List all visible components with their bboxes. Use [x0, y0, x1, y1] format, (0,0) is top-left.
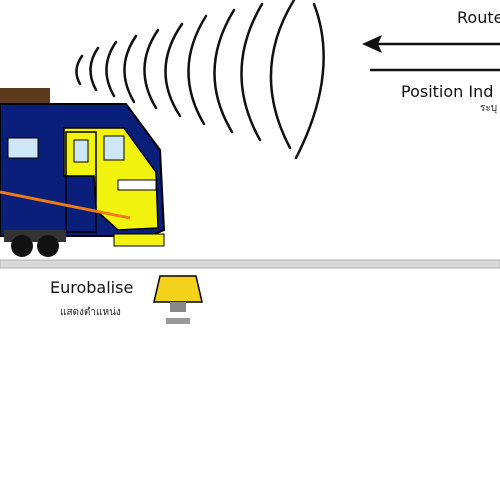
route-label: Route	[457, 8, 500, 27]
train-wheel	[11, 235, 33, 257]
train-window	[7, 137, 39, 159]
train-coupler	[113, 233, 165, 247]
eurobalise-icon	[153, 275, 203, 324]
train-icon	[0, 88, 166, 257]
balise-top	[153, 275, 203, 303]
position-indication-label: Position Ind	[401, 82, 494, 101]
eurobalise-label: Eurobalise	[50, 278, 134, 297]
detection-beam	[0, 190, 131, 220]
train-door	[65, 131, 97, 233]
eurobalise-thai-label: แสดงตำแหน่ง	[60, 307, 121, 318]
rail-track	[0, 259, 500, 269]
train-wheel	[37, 235, 59, 257]
position-indication-thai-label: ระบุ	[480, 103, 498, 114]
train-headlight	[117, 179, 157, 191]
train-window	[103, 135, 125, 161]
radio-waves-icon	[75, 0, 325, 160]
balise-base	[170, 302, 186, 312]
route-arrow-icon	[362, 35, 500, 53]
train-window	[73, 139, 89, 163]
balise-foot	[166, 318, 190, 324]
train-roof	[0, 88, 50, 106]
